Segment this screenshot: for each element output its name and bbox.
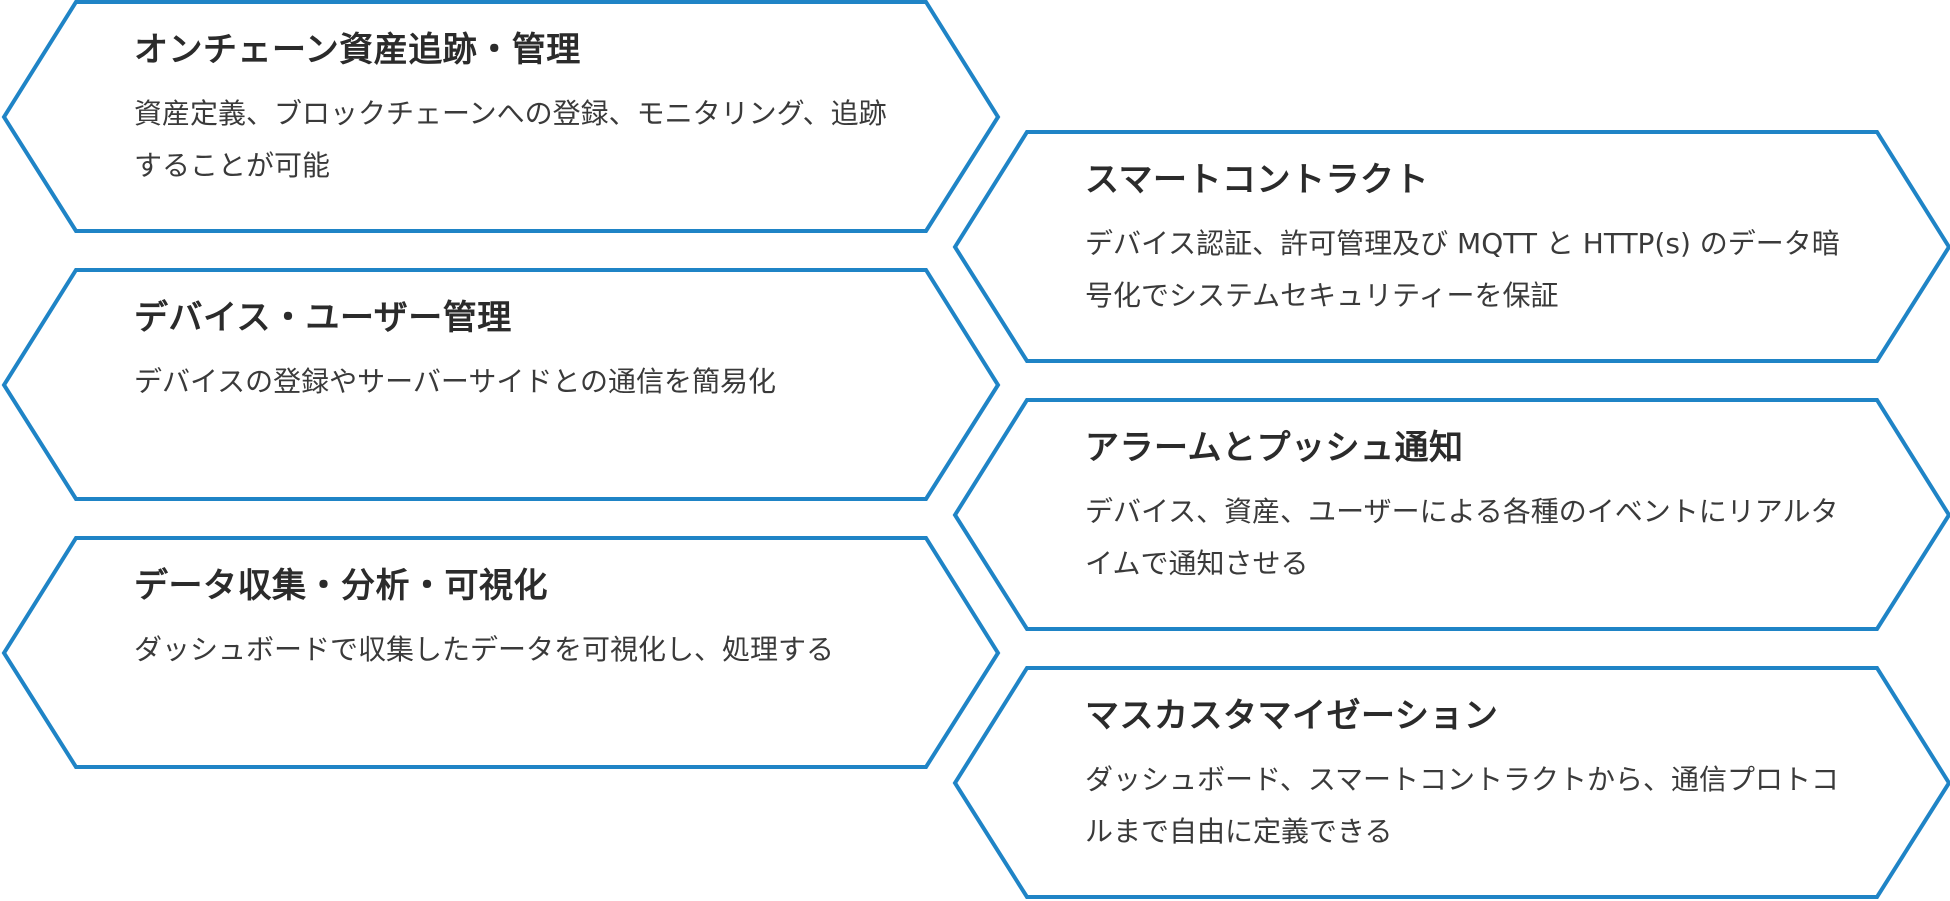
hexagon-border: [1, 536, 1001, 769]
hexagon-border: [952, 130, 1950, 363]
feature-hexagon-data-analytics: データ収集・分析・可視化 ダッシュボードで収集したデータを可視化し、処理する: [0, 536, 1002, 771]
feature-hexagon-smart-contract: スマートコントラクト デバイス認証、許可管理及び MQTT と HTTP(s) …: [951, 130, 1950, 365]
feature-title: マスカスタマイゼーション: [1085, 696, 1499, 736]
hexagon-border: [952, 666, 1950, 899]
feature-title: スマートコントラクト: [1085, 160, 1429, 200]
feature-hexagon-onchain-asset-tracking: オンチェーン資産追跡・管理 資産定義、ブロックチェーンへの登録、モニタリング、追…: [0, 0, 1002, 235]
feature-hexagon-alarm-push: アラームとプッシュ通知 デバイス、資産、ユーザーによる各種のイベントにリアルタイ…: [951, 398, 1950, 633]
feature-description: デバイス、資産、ユーザーによる各種のイベントにリアルタイムで通知させる: [1085, 495, 1839, 580]
feature-description: ダッシュボード、スマートコントラクトから、通信プロトコルまで自由に定義できる: [1085, 763, 1840, 848]
feature-title: デバイス・ユーザー管理: [134, 298, 512, 338]
feature-hexagon-mass-customization: マスカスタマイゼーション ダッシュボード、スマートコントラクトから、通信プロトコ…: [951, 666, 1950, 901]
feature-title: アラームとプッシュ通知: [1085, 428, 1464, 468]
feature-description: デバイス認証、許可管理及び MQTT と HTTP(s) のデータ暗号化でシステ…: [1085, 227, 1840, 312]
feature-title: オンチェーン資産追跡・管理: [134, 30, 581, 70]
feature-description: ダッシュボードで収集したデータを可視化し、処理する: [134, 633, 835, 666]
feature-hexagon-device-user-management: デバイス・ユーザー管理 デバイスの登録やサーバーサイドとの通信を簡易化: [0, 268, 1002, 503]
hexagon-border: [952, 398, 1950, 631]
hexagon-border: [1, 0, 1001, 233]
hexagon-border: [1, 268, 1001, 501]
feature-title: データ収集・分析・可視化: [134, 566, 548, 606]
feature-description: 資産定義、ブロックチェーンへの登録、モニタリング、追跡することが可能: [134, 97, 887, 182]
feature-description: デバイスの登録やサーバーサイドとの通信を簡易化: [134, 365, 777, 398]
